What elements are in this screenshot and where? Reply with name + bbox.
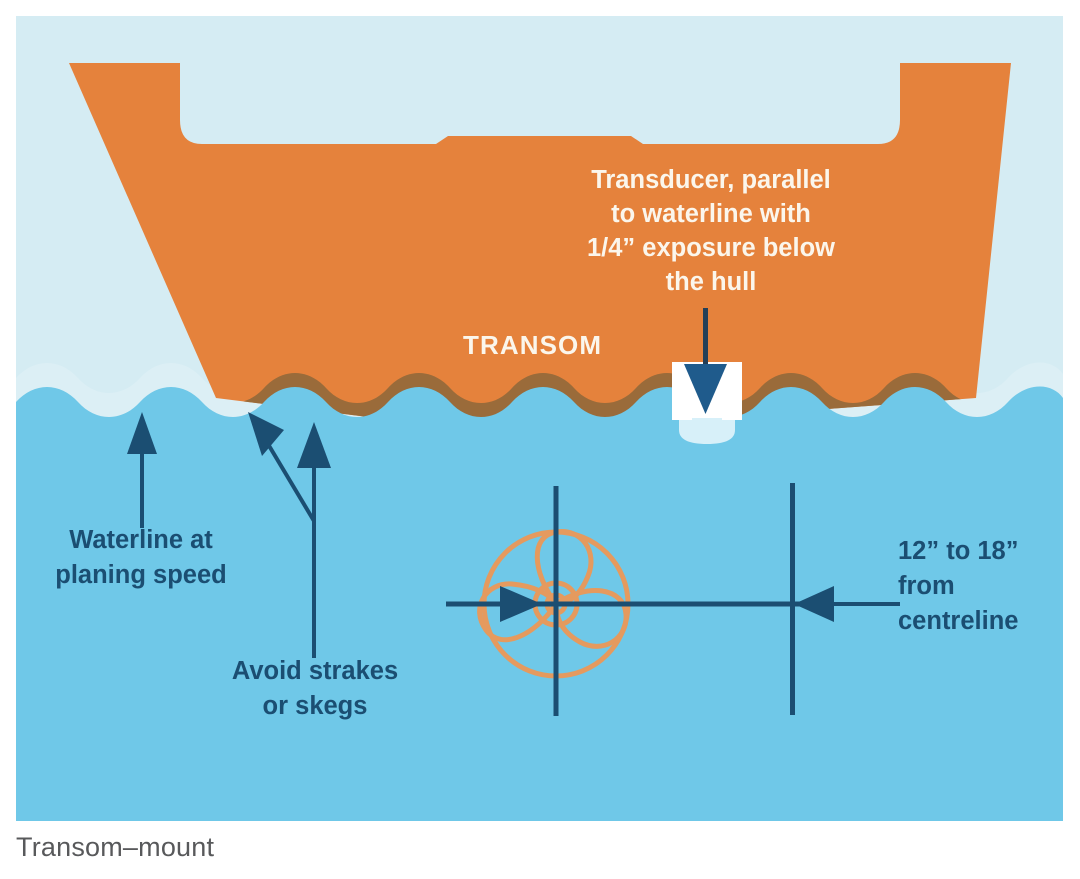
arrow-transducer (684, 308, 727, 414)
label-centreline-offset: 12” to 18” from centreline (898, 537, 1019, 635)
label-transom: TRANSOM (463, 330, 603, 360)
transom-mount-illustration (16, 16, 1063, 821)
label-waterline: Waterline at planing speed (55, 526, 227, 589)
label-avoid-strakes: Avoid strakes or skegs (231, 657, 399, 720)
offset-marker (790, 483, 795, 715)
arrow-offset (794, 586, 900, 622)
arrow-strake-diagonal (248, 412, 316, 523)
arrow-waterline (127, 412, 157, 528)
figure-caption: Transom–mount (16, 832, 215, 862)
boat-hull (69, 63, 1011, 418)
arrow-strake-vertical (297, 422, 331, 658)
centreline-arrowhead (500, 586, 542, 622)
label-transducer: Transducer, parallel to waterline with 1… (586, 166, 835, 296)
illustration-canvas (16, 16, 1063, 821)
